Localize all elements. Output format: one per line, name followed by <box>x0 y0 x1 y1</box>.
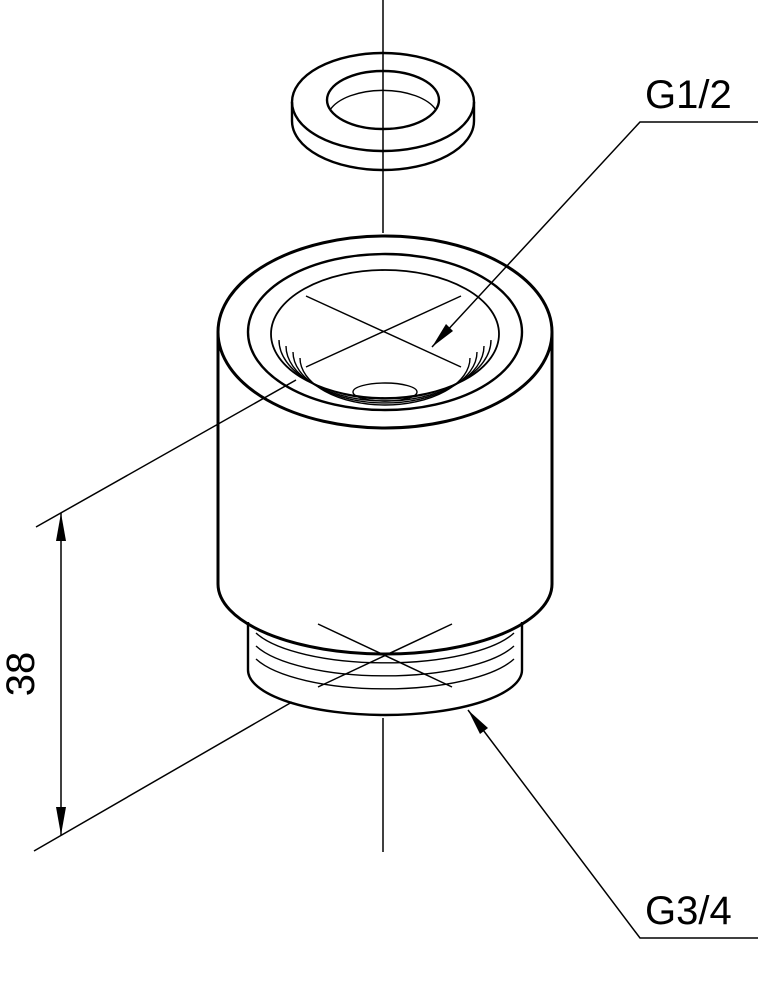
dimension-arrowhead-up <box>56 513 66 541</box>
internal-thread-arc <box>292 351 478 404</box>
collar-bottom-arc <box>246 669 524 717</box>
leader-line-bottom-thread <box>467 709 758 939</box>
body-fill <box>218 236 552 654</box>
leader-line-top-thread <box>431 121 758 348</box>
adapter-body-edges <box>216 234 554 656</box>
bottom-thread-label: G3/4 <box>645 889 732 933</box>
internal-thread-arc <box>278 339 492 400</box>
extension-line-bottom <box>33 701 293 852</box>
external-thread-collar-edges <box>246 622 524 717</box>
dimension-arrowhead-down <box>56 807 66 835</box>
height-dimension: 38 <box>0 379 297 852</box>
body-bottom-shoulder-arc <box>216 583 554 656</box>
top-face-cross-line <box>305 295 462 368</box>
body-top-rim-inner-ellipse <box>246 252 524 412</box>
internal-thread-arc <box>299 357 471 406</box>
body-chamfer-ellipse <box>270 269 500 399</box>
collar-thread-arc <box>255 645 515 677</box>
adapter-body <box>218 236 552 654</box>
leader-top-thread: G1/2 <box>431 73 758 348</box>
collar-thread-arc <box>255 658 515 690</box>
internal-thread-top <box>278 295 492 406</box>
dimension-value-label: 38 <box>0 652 43 697</box>
leader-arrowhead-top-thread <box>432 324 453 347</box>
leader-bottom-thread: G3/4 <box>467 709 758 939</box>
bore-far-end-ellipse <box>352 382 418 402</box>
leader-arrowhead-bottom-thread <box>468 710 488 734</box>
top-thread-label: G1/2 <box>645 73 732 117</box>
collar-thread-arc <box>255 632 515 664</box>
extension-line-top <box>35 379 297 528</box>
